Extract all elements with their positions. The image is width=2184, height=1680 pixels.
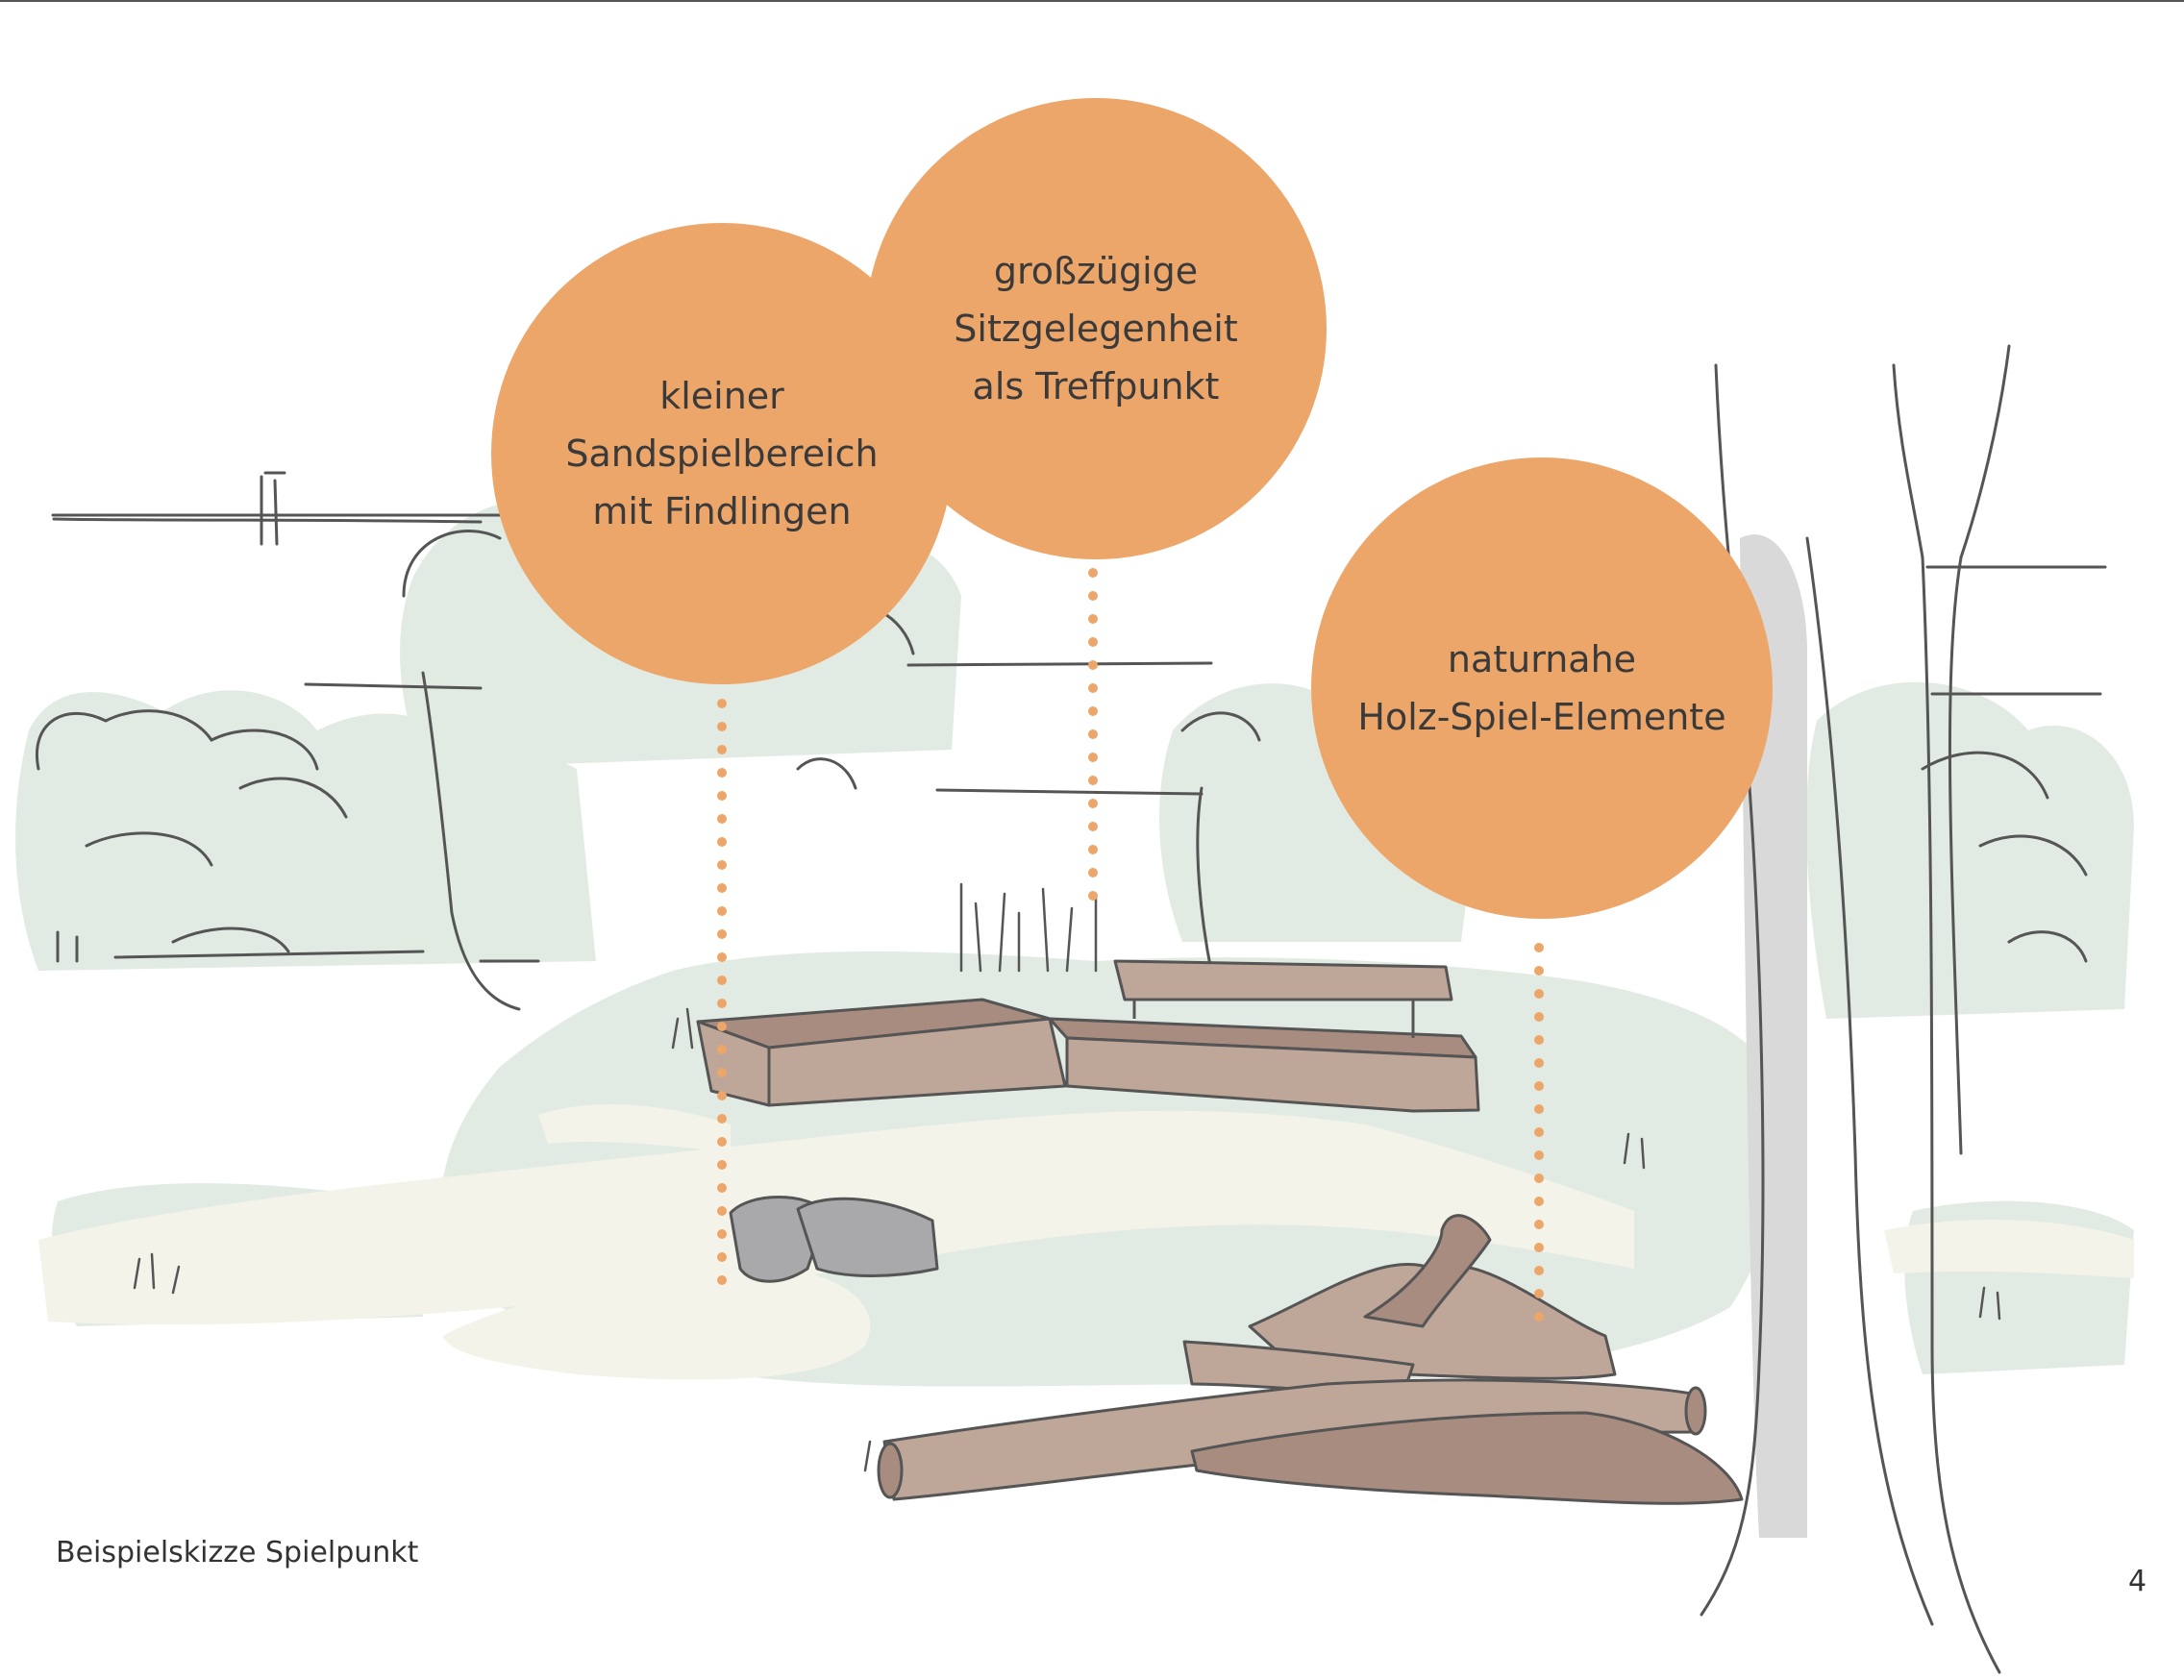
annotation-text-sand-area: kleiner Sandspielbereich mit Findlingen	[565, 375, 879, 532]
bench	[696, 959, 1480, 1113]
boulders	[729, 1196, 939, 1283]
figure-caption: Beispielskizze Spielpunkt	[56, 1536, 419, 1569]
annotation-text-seating: großzügige Sitzgelegenheit als Treffpunk…	[954, 250, 1238, 408]
page-number: 4	[2128, 1565, 2147, 1598]
annotation-bubble-wood-elements: naturnahe Holz-Spiel-Elemente	[1311, 457, 1773, 919]
tree-trunks	[1700, 344, 2011, 1674]
fence-lines	[51, 471, 2107, 796]
leader-line-seat	[1088, 568, 1098, 901]
top-rule	[0, 0, 2184, 2]
logs	[877, 1214, 1744, 1505]
leader-line-sand	[717, 699, 727, 1285]
leader-line-wood	[1534, 943, 1544, 1322]
annotation-bubble-seating: großzügige Sitzgelegenheit als Treffpunk…	[865, 98, 1327, 559]
leader-lines	[717, 568, 1544, 1322]
annotation-text-wood-elements: naturnahe Holz-Spiel-Elemente	[1357, 638, 1726, 738]
